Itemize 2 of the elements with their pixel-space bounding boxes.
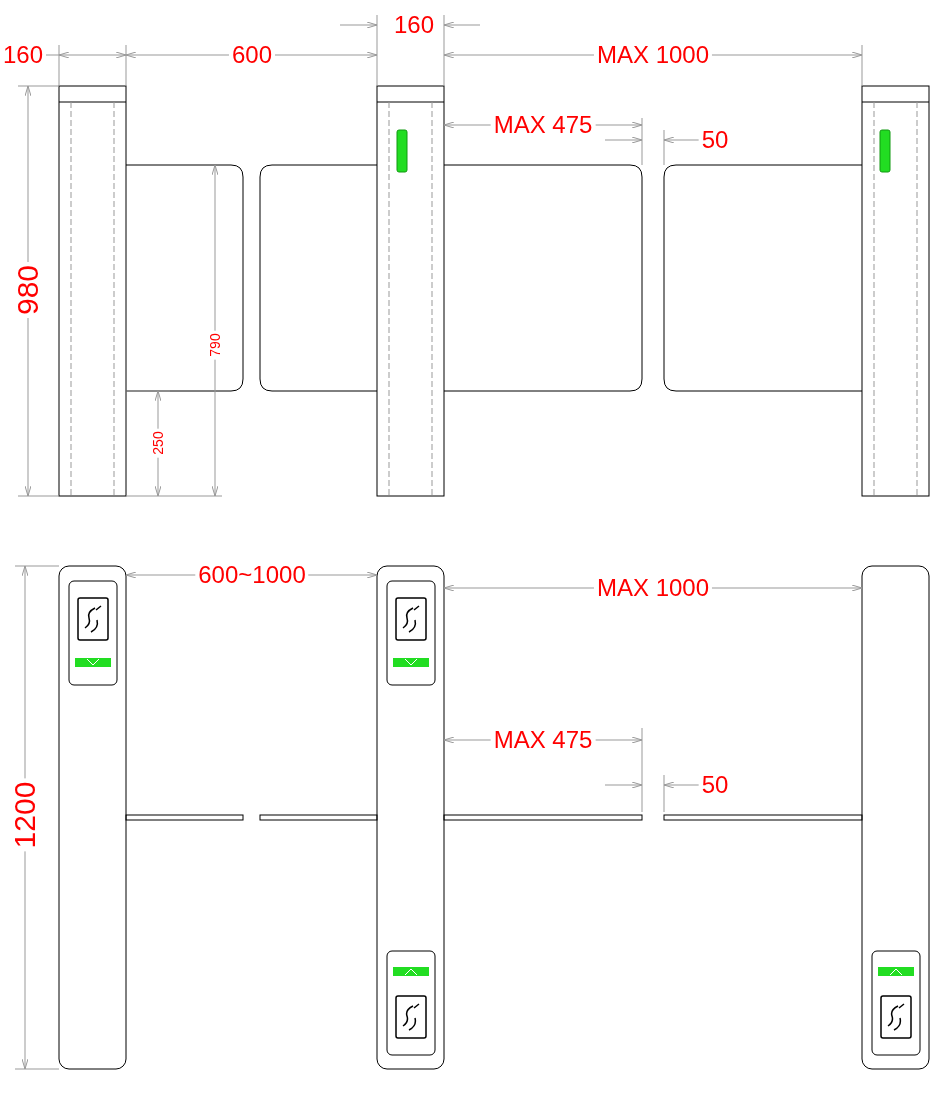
dimension-label: 250: [151, 428, 165, 458]
dimension-label: 790: [208, 330, 222, 360]
